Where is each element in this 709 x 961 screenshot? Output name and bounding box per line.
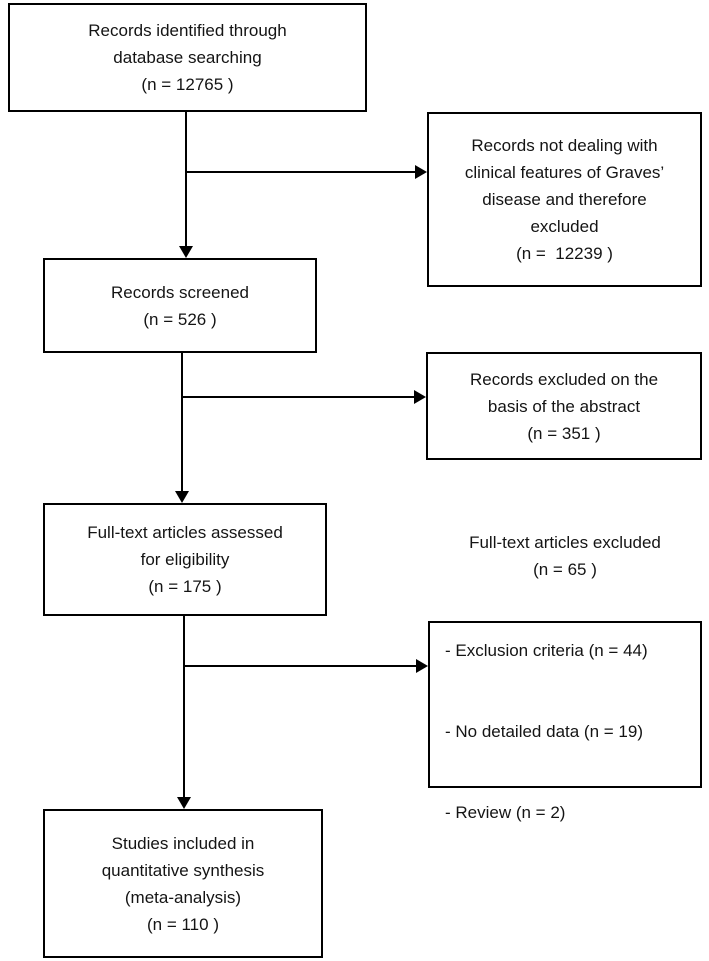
connector-branch-not-dealing: [186, 171, 415, 173]
exclusion-reason-item: - Exclusion criteria (n = 44): [445, 641, 648, 660]
box-records-excluded-abstract: Records excluded on the basis of the abs…: [426, 352, 702, 460]
box-fulltext-excluded-items: - Exclusion criteria (n = 44) - No detai…: [436, 583, 694, 880]
connector-assessed-to-included: [183, 616, 185, 797]
box-records-identified-text: Records identified through database sear…: [88, 21, 287, 94]
box-fulltext-excluded-title: Full-text articles excluded (n = 65 ): [469, 533, 661, 579]
arrowhead-down-screened: [179, 246, 193, 258]
arrowhead-down-included: [177, 797, 191, 809]
box-studies-included: Studies included in quantitative synthes…: [43, 809, 323, 958]
connector-screened-to-assessed: [181, 352, 183, 491]
box-fulltext-assessed-text: Full-text articles assessed for eligibil…: [87, 523, 283, 596]
box-records-identified: Records identified through database sear…: [8, 3, 367, 112]
box-records-not-dealing-text: Records not dealing with clinical featur…: [464, 136, 665, 263]
box-records-screened: Records screened (n = 526 ): [43, 258, 317, 353]
box-fulltext-assessed: Full-text articles assessed for eligibil…: [43, 503, 327, 616]
exclusion-reason-item: - No detailed data (n = 19): [445, 722, 643, 741]
box-records-excluded-abstract-text: Records excluded on the basis of the abs…: [469, 369, 659, 443]
connector-identified-to-screened: [185, 112, 187, 246]
arrowhead-right-fulltext-excluded: [416, 659, 428, 673]
connector-branch-fulltext-excluded: [184, 665, 416, 667]
box-fulltext-excluded: Full-text articles excluded (n = 65 ) - …: [428, 533, 702, 822]
arrowhead-down-assessed: [175, 491, 189, 503]
exclusion-reason-item: - Review (n = 2): [445, 803, 566, 822]
connector-branch-excluded-abstract: [182, 396, 414, 398]
box-records-screened-text: Records screened (n = 526 ): [111, 282, 249, 329]
box-studies-included-text: Studies included in quantitative synthes…: [101, 833, 265, 934]
arrowhead-right-excluded-abstract: [414, 390, 426, 404]
box-records-not-dealing: Records not dealing with clinical featur…: [427, 112, 702, 287]
arrowhead-right-not-dealing: [415, 165, 427, 179]
